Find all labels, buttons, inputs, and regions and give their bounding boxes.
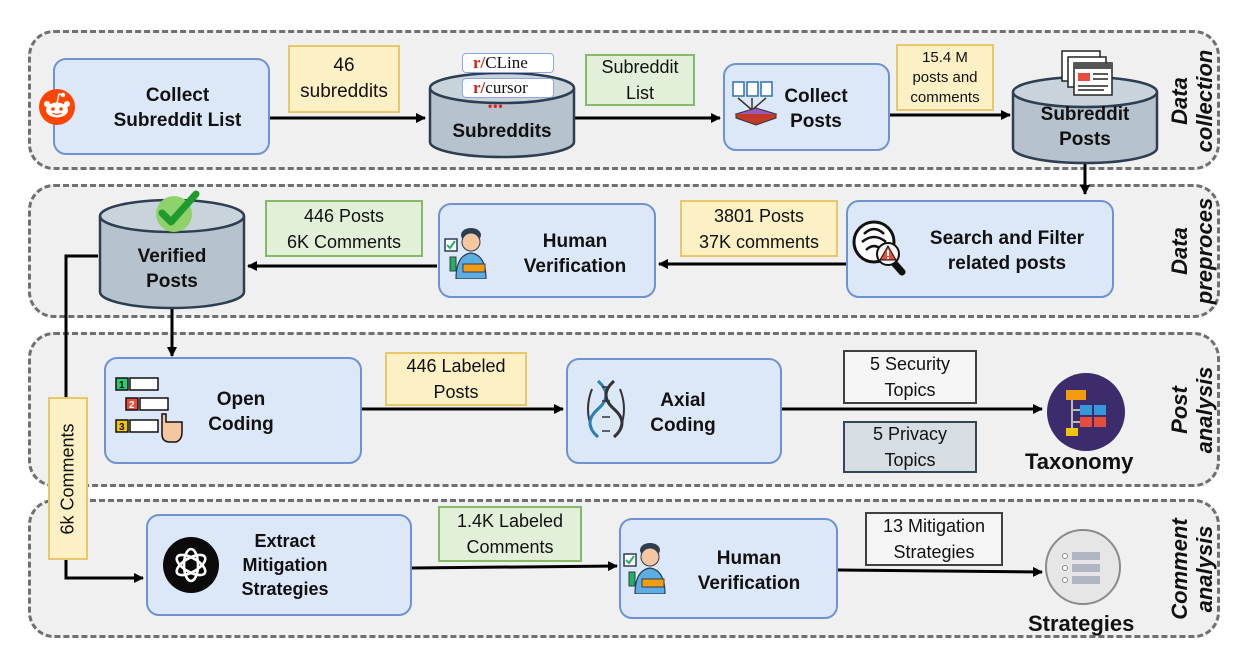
- svg-text:3: 3: [119, 422, 125, 433]
- human-reviewer-icon: [444, 228, 487, 279]
- collect-posts-box: Collect Posts: [723, 63, 890, 151]
- openai-icon: [163, 537, 219, 593]
- numbered-list-icon: 1 2 3: [115, 377, 183, 443]
- verified-check-icon: [156, 190, 200, 232]
- taxonomy-icon: [1047, 373, 1125, 451]
- note-6k-comments-side: 6k Comments: [48, 397, 88, 560]
- tag-r-cursor: r/cursor: [462, 78, 554, 98]
- search-warning-icon: [852, 220, 906, 276]
- collect-subreddit-list-box: Collect Subreddit List: [53, 58, 270, 155]
- dna-icon: [587, 379, 625, 439]
- reddit-icon: [39, 89, 75, 125]
- human-reviewer-icon-2: [623, 543, 666, 594]
- arrow-human-to-strategies: [837, 566, 1043, 577]
- taxonomy-label: Taxonomy: [1025, 449, 1134, 474]
- svg-text:2: 2: [129, 400, 135, 411]
- strategies-label: Strategies: [1028, 611, 1135, 636]
- tag-more-dots: •••: [488, 99, 504, 113]
- collect-list-line2: Subreddit List: [113, 110, 242, 131]
- tag-r-cline: r/CLine: [462, 53, 554, 73]
- web-pages-icon: [1061, 50, 1113, 96]
- collect-list-label: Collect Subreddit List: [85, 83, 270, 133]
- strategies-list-icon: [1045, 529, 1121, 605]
- svg-text:1: 1: [119, 380, 125, 391]
- collect-posts-label: Collect Posts: [784, 86, 848, 132]
- subreddits-db-label: Subreddits: [452, 121, 552, 142]
- collect-list-line1: Collect: [145, 85, 210, 106]
- arrow-extract-to-human: [411, 561, 618, 572]
- document-merge-icon: [732, 81, 778, 126]
